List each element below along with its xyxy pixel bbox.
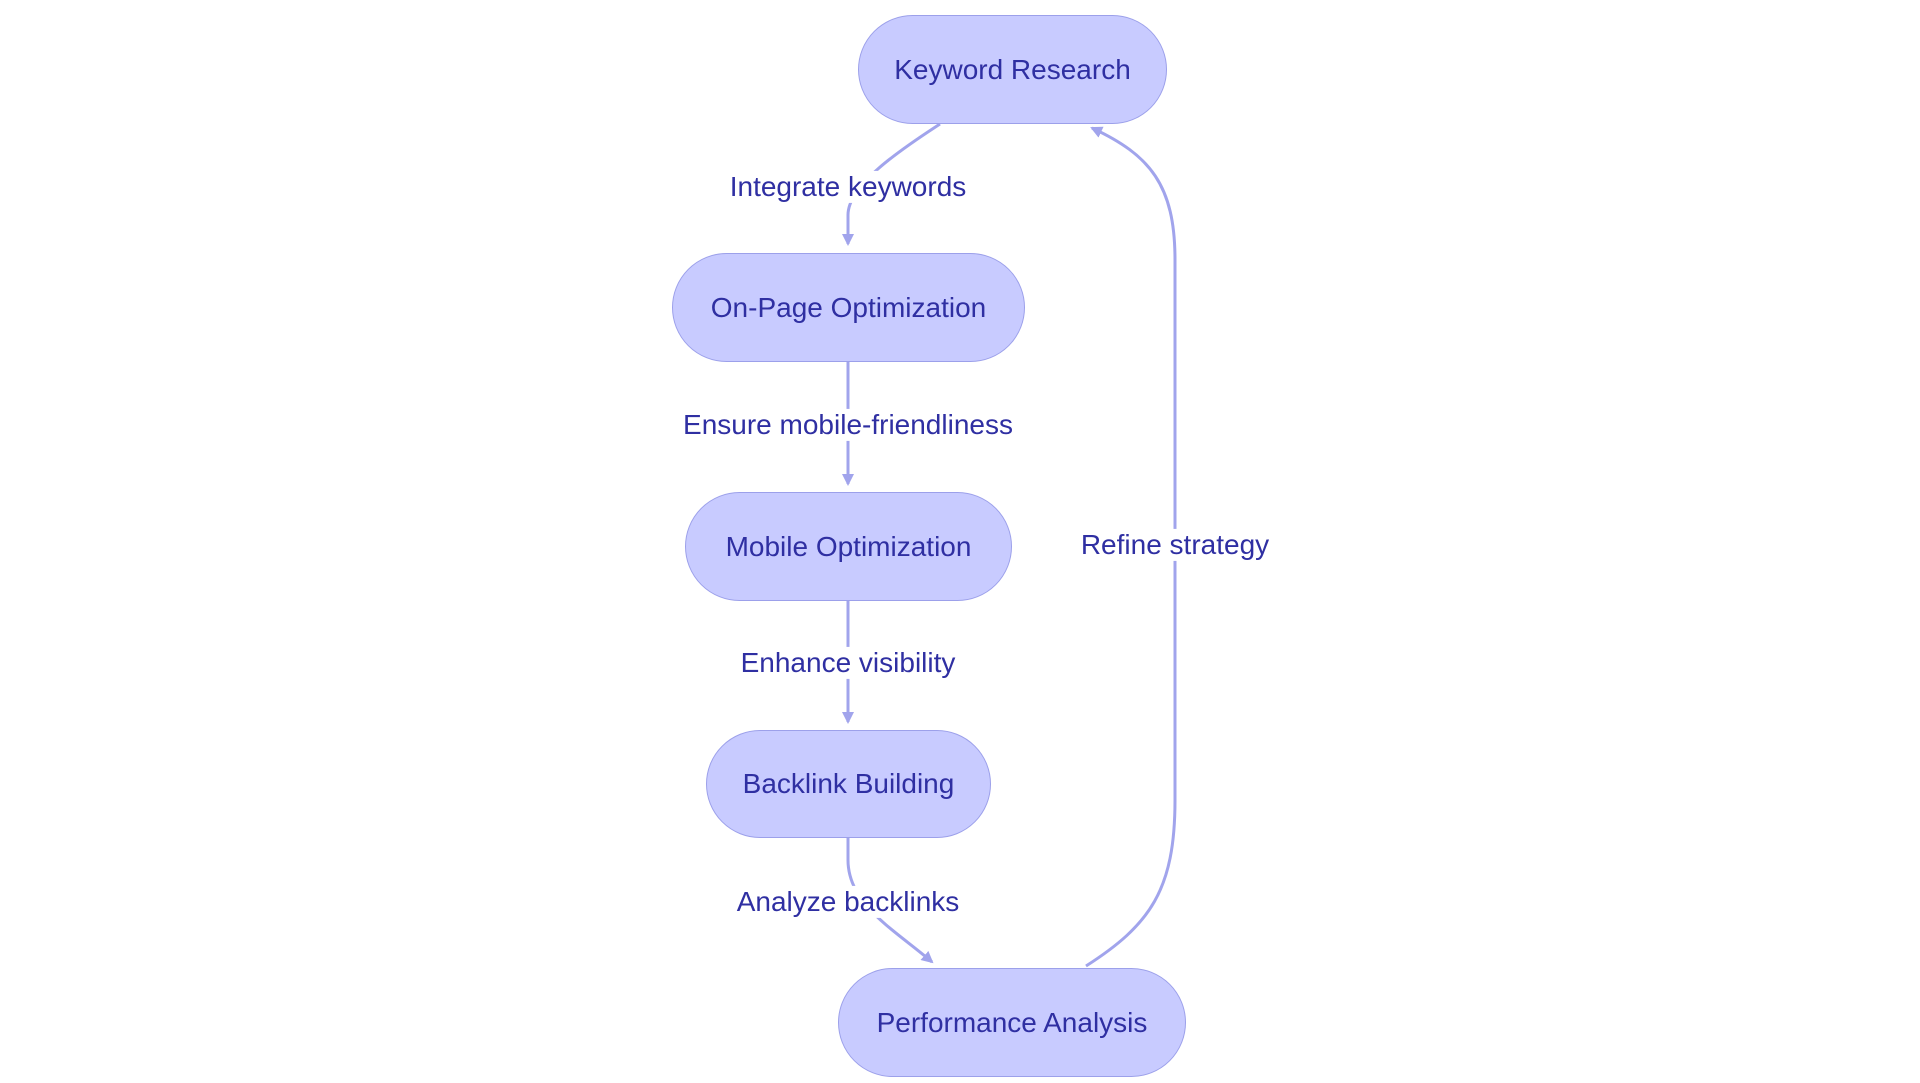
- edge-label-analyze-backlinks: Analyze backlinks: [734, 885, 962, 919]
- node-keyword-research[interactable]: Keyword Research: [858, 15, 1167, 124]
- edge-label-ensure-mobile-friendliness: Ensure mobile-friendliness: [681, 408, 1015, 442]
- node-label: Mobile Optimization: [725, 530, 972, 562]
- node-backlink-building[interactable]: Backlink Building: [706, 730, 991, 838]
- node-mobile-optimization[interactable]: Mobile Optimization: [685, 492, 1012, 601]
- edge-performance-to-keyword: [1085, 126, 1177, 968]
- node-label: Backlink Building: [742, 768, 955, 799]
- node-label: On-Page Optimization: [710, 291, 987, 323]
- node-label: Keyword Research: [894, 53, 1131, 85]
- edge-label-enhance-visibility: Enhance visibility: [738, 646, 958, 680]
- node-label: Performance Analysis: [876, 1006, 1148, 1038]
- node-on-page-optimization[interactable]: On-Page Optimization: [672, 253, 1025, 362]
- edge-label-integrate-keywords: Integrate keywords: [727, 170, 969, 204]
- edge-label-refine-strategy: Refine strategy: [1078, 528, 1272, 562]
- node-performance-analysis[interactable]: Performance Analysis: [838, 968, 1186, 1077]
